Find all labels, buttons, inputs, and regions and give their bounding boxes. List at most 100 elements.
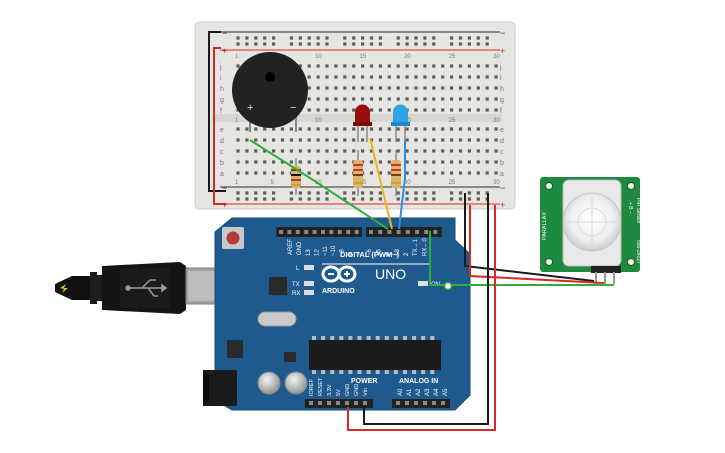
breadboard-hole[interactable] (325, 64, 329, 68)
breadboard-hole[interactable] (414, 171, 418, 175)
rail-hole[interactable] (236, 36, 240, 40)
breadboard-hole[interactable] (369, 86, 374, 90)
breadboard-hole[interactable] (432, 108, 436, 112)
breadboard-hole[interactable] (485, 127, 489, 131)
breadboard-hole[interactable] (450, 86, 454, 90)
breadboard-hole[interactable] (494, 64, 498, 68)
breadboard-hole[interactable] (343, 86, 347, 90)
rail-hole[interactable] (325, 191, 329, 195)
breadboard-hole[interactable] (467, 108, 471, 112)
breadboard-hole[interactable] (396, 75, 400, 79)
breadboard-hole[interactable] (450, 138, 454, 142)
resistor-red-led[interactable] (353, 150, 363, 196)
rail-hole[interactable] (254, 191, 258, 195)
breadboard-hole[interactable] (369, 64, 374, 68)
breadboard-hole[interactable] (289, 160, 293, 164)
rail-hole[interactable] (245, 42, 249, 46)
breadboard-hole[interactable] (441, 64, 445, 68)
breadboard-hole[interactable] (378, 149, 382, 153)
breadboard-hole[interactable] (245, 127, 249, 131)
breadboard-hole[interactable] (343, 138, 347, 142)
breadboard-hole[interactable] (307, 149, 311, 153)
breadboard-hole[interactable] (396, 64, 400, 68)
breadboard-hole[interactable] (325, 171, 329, 175)
breadboard-hole[interactable] (378, 75, 382, 79)
breadboard-hole[interactable] (423, 97, 427, 101)
breadboard-hole[interactable] (414, 108, 418, 112)
rail-hole[interactable] (263, 197, 267, 201)
breadboard-hole[interactable] (272, 138, 276, 142)
breadboard-hole[interactable] (467, 97, 471, 101)
breadboard-hole[interactable] (458, 108, 463, 112)
breadboard-hole[interactable] (423, 75, 427, 79)
wire-left-power[interactable] (213, 47, 226, 205)
wire-red-5v[interactable] (347, 205, 496, 431)
breadboard-hole[interactable] (280, 149, 285, 153)
breadboard-hole[interactable] (236, 64, 240, 68)
breadboard-hole[interactable] (476, 160, 480, 164)
breadboard-hole[interactable] (450, 149, 454, 153)
breadboard-hole[interactable] (485, 149, 489, 153)
wire-red-sensor[interactable] (469, 205, 605, 284)
breadboard-hole[interactable] (361, 75, 365, 79)
breadboard-hole[interactable] (316, 127, 320, 131)
rail-hole[interactable] (432, 197, 436, 201)
breadboard-hole[interactable] (307, 97, 311, 101)
breadboard-hole[interactable] (396, 127, 400, 131)
breadboard-hole[interactable] (361, 86, 365, 90)
breadboard-hole[interactable] (307, 127, 311, 131)
breadboard-hole[interactable] (387, 64, 391, 68)
breadboard-hole[interactable] (289, 149, 293, 153)
rail-hole[interactable] (343, 36, 347, 40)
breadboard-hole[interactable] (423, 160, 427, 164)
rail-hole[interactable] (272, 42, 276, 46)
rail-hole[interactable] (476, 197, 480, 201)
breadboard-hole[interactable] (272, 160, 276, 164)
header-pin[interactable] (405, 230, 410, 234)
breadboard-hole[interactable] (450, 127, 454, 131)
rail-hole[interactable] (289, 191, 293, 195)
header-pin[interactable] (309, 401, 313, 405)
breadboard-hole[interactable] (387, 86, 391, 90)
rail-hole[interactable] (236, 42, 240, 46)
rail-hole[interactable] (405, 197, 409, 201)
rail-hole[interactable] (289, 42, 293, 46)
rail-hole[interactable] (352, 36, 356, 40)
breadboard-hole[interactable] (441, 86, 445, 90)
rail-hole[interactable] (325, 197, 329, 201)
breadboard-hole[interactable] (245, 160, 249, 164)
header-pin[interactable] (405, 401, 409, 405)
breadboard-hole[interactable] (343, 160, 347, 164)
breadboard-hole[interactable] (458, 86, 463, 90)
breadboard-hole[interactable] (307, 86, 311, 90)
breadboard-hole[interactable] (450, 171, 454, 175)
breadboard-hole[interactable] (280, 138, 285, 142)
rail-hole[interactable] (423, 191, 427, 195)
breadboard-hole[interactable] (485, 97, 489, 101)
breadboard-hole[interactable] (289, 127, 293, 131)
breadboard-hole[interactable] (378, 86, 382, 90)
rail-hole[interactable] (450, 197, 454, 201)
breadboard-hole[interactable] (316, 149, 320, 153)
breadboard-hole[interactable] (280, 171, 285, 175)
breadboard-hole[interactable] (254, 160, 258, 164)
rail-hole[interactable] (485, 36, 489, 40)
breadboard-hole[interactable] (298, 138, 302, 142)
breadboard-hole[interactable] (387, 171, 391, 175)
breadboard-hole[interactable] (405, 86, 409, 90)
breadboard-hole[interactable] (272, 127, 276, 131)
breadboard-hole[interactable] (494, 127, 498, 131)
rail-hole[interactable] (254, 42, 258, 46)
breadboard-hole[interactable] (467, 138, 471, 142)
breadboard-hole[interactable] (343, 97, 347, 101)
header-pin[interactable] (304, 230, 309, 234)
rail-hole[interactable] (450, 191, 454, 195)
breadboard-hole[interactable] (245, 171, 249, 175)
rail-hole[interactable] (378, 191, 382, 195)
breadboard-hole[interactable] (325, 127, 329, 131)
breadboard-hole[interactable] (280, 160, 285, 164)
breadboard-hole[interactable] (432, 171, 436, 175)
breadboard-hole[interactable] (494, 171, 498, 175)
breadboard-hole[interactable] (458, 149, 463, 153)
breadboard-hole[interactable] (396, 138, 400, 142)
